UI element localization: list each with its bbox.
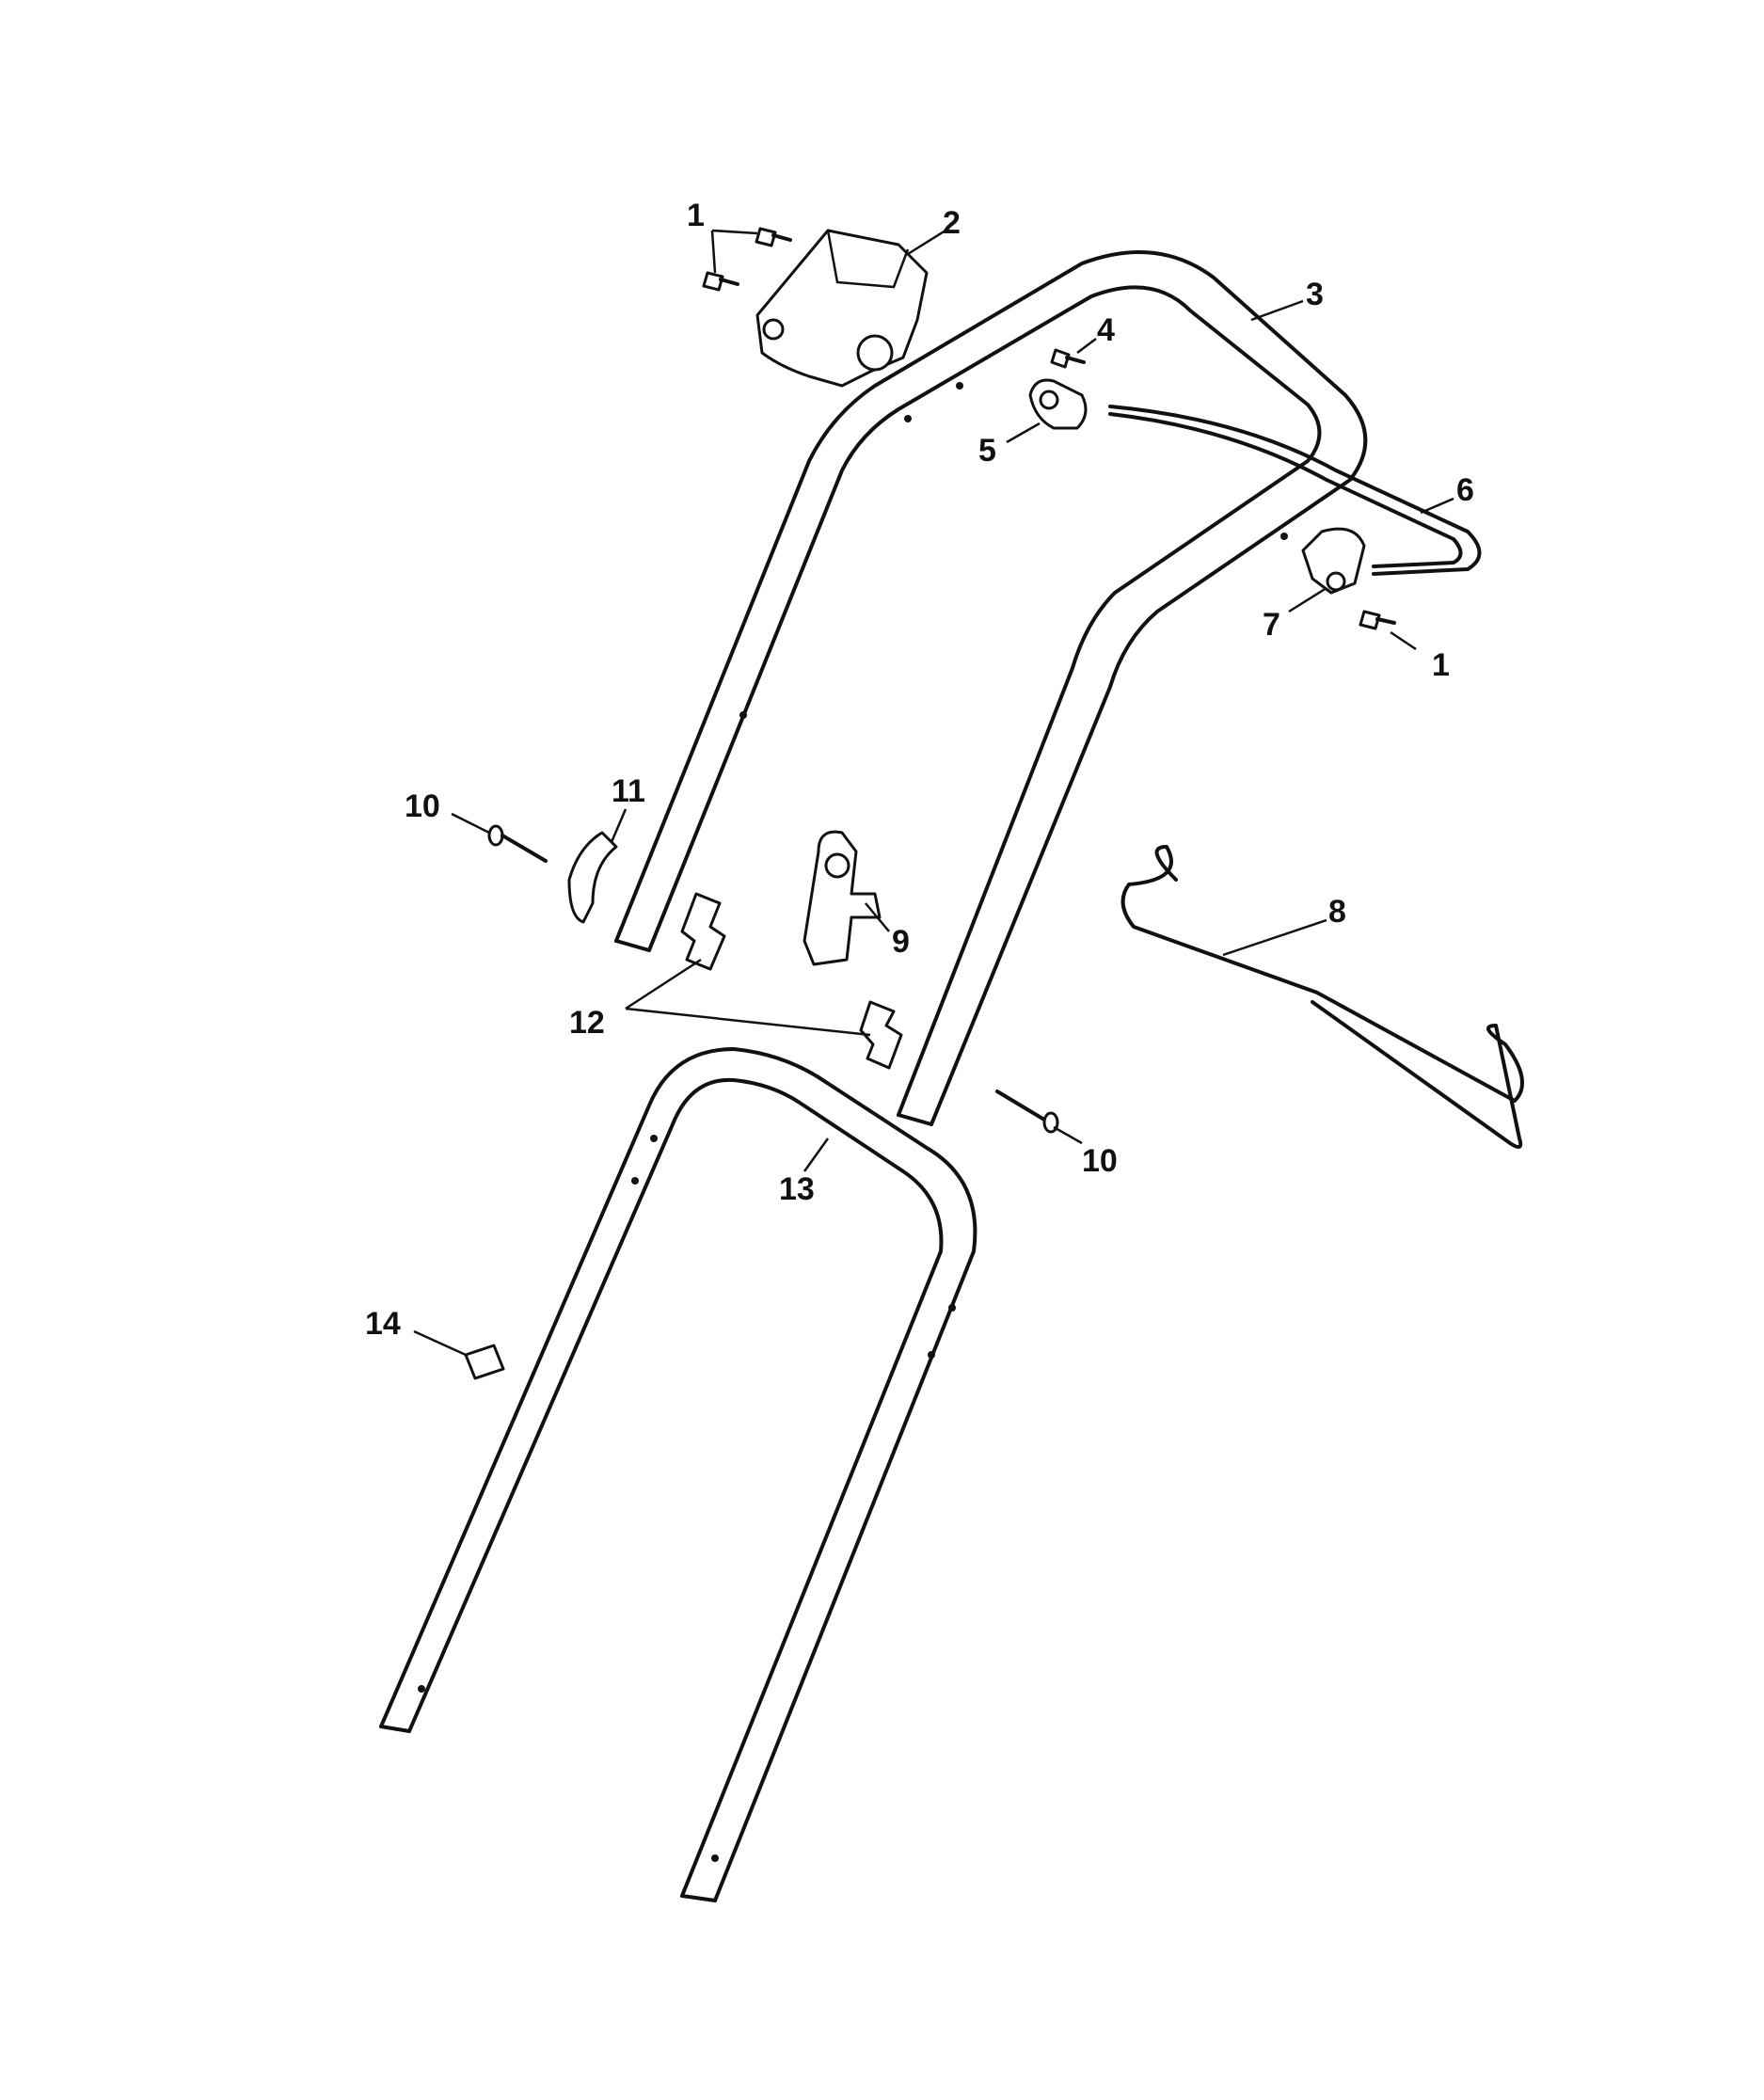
handle-bracket: [567, 831, 618, 924]
control-housing: [755, 229, 929, 388]
callout-4: 4: [1097, 312, 1115, 348]
callout-13: 13: [779, 1171, 815, 1207]
leader-lines: [413, 229, 1454, 1357]
callout-2: 2: [943, 205, 961, 241]
callout-1-right: 1: [1432, 647, 1450, 683]
callout-3: 3: [1306, 277, 1324, 312]
callout-12: 12: [569, 1005, 605, 1041]
wire-bail: [1120, 845, 1524, 1149]
callout-10-right: 10: [1082, 1143, 1118, 1179]
control-rod: [1108, 405, 1482, 576]
bolt: [487, 824, 548, 863]
callout-9: 9: [892, 924, 910, 960]
rod-clip: [1301, 527, 1366, 595]
callout-14: 14: [365, 1306, 401, 1342]
callouts: 1 2 3 4 5 6 7 1 8 9 10 11 12 10 13 14: [365, 198, 1474, 1342]
end-plug: [464, 1344, 505, 1380]
screw: [1359, 610, 1396, 630]
callout-11: 11: [612, 773, 645, 809]
screw: [1050, 348, 1086, 369]
cable-guide: [803, 830, 882, 966]
callout-5: 5: [978, 433, 996, 469]
screw-pair: [702, 227, 792, 292]
callout-7: 7: [1263, 607, 1280, 643]
callout-10-left: 10: [405, 788, 440, 824]
callout-8: 8: [1328, 894, 1346, 930]
callout-6: 6: [1456, 472, 1474, 508]
cable-clip: [1028, 378, 1088, 430]
callout-1-top: 1: [687, 198, 705, 233]
upper-handle: [614, 250, 1368, 1126]
wing-knobs: [680, 892, 903, 1070]
bolt: [995, 1090, 1059, 1134]
lower-handle: [379, 1047, 977, 1902]
